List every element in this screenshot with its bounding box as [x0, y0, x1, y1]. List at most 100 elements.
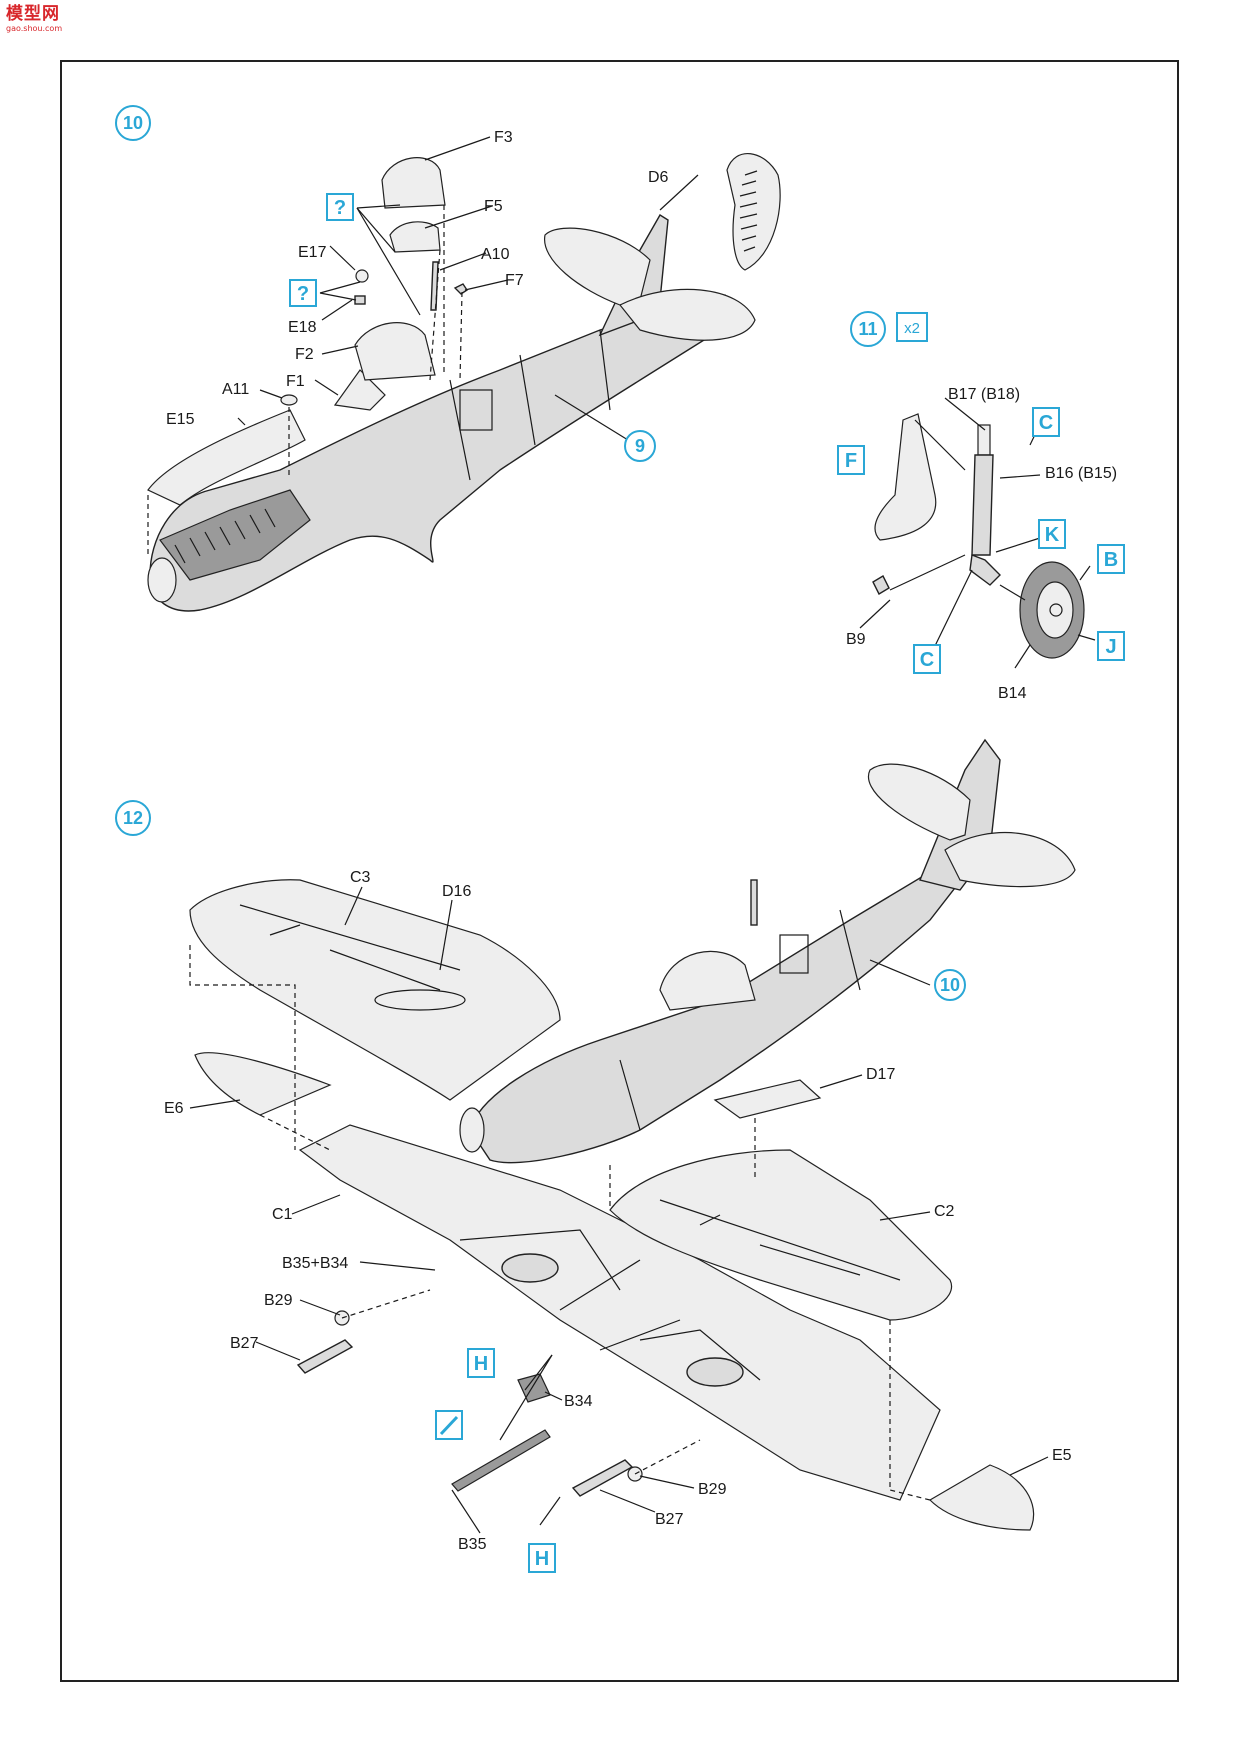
letter-j: J	[1105, 636, 1116, 658]
fuselage-step-12-illustration	[469, 859, 966, 1164]
site-logo: 模型网 gao.shou.com	[6, 4, 66, 40]
label-c3: C3	[350, 869, 371, 886]
engine-illustration	[159, 489, 311, 581]
letter-box-k	[1038, 519, 1066, 549]
label-b27-left: B27	[230, 1335, 259, 1352]
tailplane-right-step-12-illustration	[944, 831, 1076, 888]
cowl-e15-illustration	[147, 409, 306, 506]
canopy-f5-illustration	[389, 221, 441, 253]
label-f2: F2	[295, 346, 314, 363]
tailplane-left-step-12-illustration	[867, 763, 971, 841]
knife-icon	[439, 1415, 459, 1436]
page-frame	[60, 60, 1179, 1682]
ref-step-10-badge	[934, 969, 966, 1001]
label-a10: A10	[481, 246, 510, 263]
axle-illustration	[969, 554, 1001, 586]
label-e15: E15	[166, 411, 195, 428]
label-e17: E17	[298, 244, 327, 261]
part-d17-illustration	[713, 1079, 822, 1119]
letter-box-f	[837, 445, 865, 475]
step-11: 11 x2	[837, 311, 1125, 702]
multiplier-text: x2	[904, 320, 920, 337]
oleo-leg-illustration	[971, 454, 994, 556]
label-b16-b15: B16 (B15)	[1045, 465, 1117, 482]
part-a11-illustration	[280, 394, 298, 406]
radiator-right-illustration	[686, 1357, 744, 1387]
step-12-leader-lines	[189, 886, 1049, 1534]
letter-f: F	[845, 450, 857, 472]
ref-step-9-badge	[624, 430, 656, 462]
label-a11: A11	[222, 381, 249, 398]
site-logo-text: 模型网	[6, 4, 60, 24]
rudder-rib-lines	[739, 170, 758, 252]
tailplane-left-illustration	[544, 227, 651, 306]
step-10: 10	[115, 105, 781, 612]
spinner-step-12-illustration	[459, 1107, 485, 1153]
letter-h-top: H	[474, 1353, 488, 1375]
letter-k: K	[1045, 524, 1060, 546]
letter-c-top: C	[1039, 412, 1053, 434]
option-mark-e17-e18-text: ?	[297, 283, 309, 305]
rudder-d6-illustration	[726, 153, 781, 271]
wheel-axle-hole	[1049, 603, 1063, 617]
part-b35-illustration	[451, 1429, 551, 1492]
wing-c3-panel-lines	[239, 904, 466, 1011]
part-e17-illustration	[355, 269, 369, 283]
step-11-leader-lines	[859, 397, 1096, 669]
label-b29-left: B29	[264, 1292, 293, 1309]
letter-h-bottom: H	[535, 1548, 549, 1570]
wingtip-e5-illustration	[929, 1464, 1035, 1531]
windscreen-f1-illustration	[333, 369, 386, 411]
wingtip-e6-illustration	[194, 1052, 332, 1116]
label-f5: F5	[484, 198, 503, 215]
step-11-number: 11	[858, 319, 877, 339]
step-10-number: 10	[123, 113, 143, 133]
part-e18-illustration	[354, 295, 366, 305]
step-12: 12	[115, 738, 1076, 1573]
ref-step-10-number: 10	[940, 975, 960, 995]
label-b35-b34: B35+B34	[282, 1255, 348, 1272]
canopy-f3-illustration	[381, 157, 446, 209]
site-logo-url: gao.shou.com	[6, 24, 63, 33]
label-b29-right: B29	[698, 1481, 727, 1498]
label-c2: C2	[934, 1203, 955, 1220]
letter-b: B	[1104, 549, 1118, 571]
label-f1: F1	[286, 373, 305, 390]
label-b9: B9	[846, 631, 866, 648]
fuselage-panel-lines	[449, 329, 611, 481]
step-12-assembly-guides	[189, 945, 931, 1501]
option-mark-e17-e18	[289, 279, 317, 307]
label-b35: B35	[458, 1536, 487, 1553]
letter-box-b	[1097, 544, 1125, 574]
step-10-badge	[115, 105, 151, 141]
radiator-left-illustration	[501, 1253, 559, 1283]
letter-box-h-bottom	[528, 1543, 556, 1573]
part-f7-illustration	[453, 283, 468, 295]
wheel-hub-illustration	[1036, 581, 1074, 639]
label-e6: E6	[164, 1100, 184, 1117]
label-b27-right: B27	[655, 1511, 684, 1528]
fuselage-illustration	[149, 294, 736, 612]
label-b17-b18: B17 (B18)	[948, 386, 1020, 403]
canopy-f2-illustration	[354, 322, 436, 381]
label-d6: D6	[648, 169, 669, 186]
letter-box-c-bottom	[913, 644, 941, 674]
aerial-step-12-illustration	[750, 879, 758, 926]
option-mark-canopy	[326, 193, 354, 221]
lower-wing-c1-illustration	[298, 1124, 941, 1501]
ref-step-9-number: 9	[635, 436, 645, 456]
upper-wing-c3-illustration	[189, 879, 561, 1101]
label-c1: C1	[272, 1206, 293, 1223]
cannon-b27-right-illustration	[571, 1459, 634, 1497]
fuselage-step-12-panel-lines	[619, 909, 861, 1131]
undercarriage-door-illustration	[874, 413, 937, 541]
wing-c2-panel-lines	[659, 1199, 901, 1281]
letter-box-c-top	[1032, 407, 1060, 437]
part-b9-illustration	[872, 575, 890, 595]
label-b14: B14	[998, 685, 1027, 702]
lower-wing-detail-lines	[459, 1229, 761, 1381]
label-d16: D16	[442, 883, 471, 900]
label-d17: D17	[866, 1066, 895, 1083]
